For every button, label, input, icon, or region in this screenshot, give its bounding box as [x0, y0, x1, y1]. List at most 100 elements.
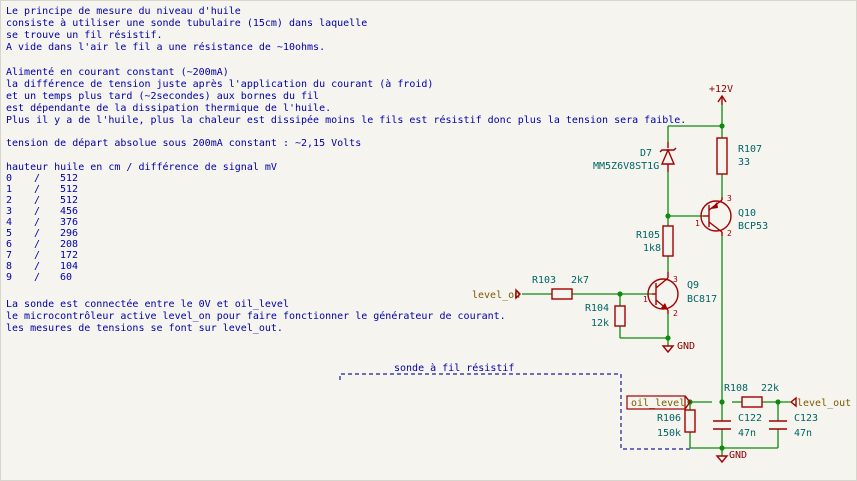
gnd-symbol-bottom: GND [715, 450, 747, 464]
table-cell: / [34, 250, 40, 261]
q10-pin-3: 3 [727, 194, 732, 203]
note-start-voltage: tension de départ absolue sous 200mA con… [6, 137, 361, 149]
zener-bar [659, 147, 677, 153]
transistor-collector [708, 221, 723, 233]
note-power-2: la différence de tension juste après l'a… [6, 78, 433, 90]
resistor-r106: R106 150k [657, 409, 696, 439]
table-cell: 8 [6, 261, 12, 272]
oil-table: 0 / 512 1 / 512 2 / 512 3 / 456 4 / 376 … [6, 173, 78, 283]
r103-value: 2k7 [571, 275, 589, 286]
resistor-icon [614, 305, 626, 327]
q10-ref: Q10 [738, 208, 756, 219]
note-power-4: est dépendante de la dissipation thermiq… [6, 102, 331, 114]
note-intro-1: Le principe de mesure du niveau d'huile [6, 6, 241, 17]
resistor-icon [662, 225, 674, 257]
npn-arrow-icon [661, 303, 668, 310]
pnp-arrow-icon [711, 202, 718, 209]
table-cell: 3 [6, 206, 12, 217]
vcc-label: +12V [709, 84, 733, 95]
q10-pin-1: 1 [695, 219, 700, 228]
gnd-label-bottom: GND [729, 450, 747, 461]
r105-ref: R105 [636, 230, 660, 241]
transistor-body-icon [700, 200, 732, 232]
resistor-r104: R104 12k [585, 303, 626, 329]
note-power-5: Plus il y a de l'huile, plus la chaleur … [6, 114, 686, 126]
gnd-label-top: GND [677, 341, 695, 352]
table-cell: 0 [6, 173, 12, 184]
r107-ref: R107 [738, 144, 762, 155]
d7-ref: D7 [640, 148, 652, 159]
transistor-q9: 3 1 2 Q9 BC817 [643, 272, 717, 318]
table-cell: 104 [60, 261, 78, 272]
r106-ref: R106 [657, 413, 681, 424]
table-cell: / [34, 206, 40, 217]
oil-level-text: oil_level [631, 398, 685, 409]
note-intro-2: consiste à utiliser une sonde tubulaire … [6, 17, 367, 29]
ground-icon [661, 345, 675, 354]
d7-value: MM5Z6V8ST1G [593, 161, 659, 172]
junction-dot [719, 123, 725, 129]
resistor-r105: R105 1k8 [636, 225, 674, 257]
q9-ref: Q9 [687, 280, 699, 291]
note-footer-2: le microcontrôleur active level_on pour … [6, 310, 506, 322]
resistor-r103: R103 2k7 [532, 275, 589, 300]
table-cell: / [34, 195, 40, 206]
junctions [617, 123, 781, 451]
q9-pin-3: 3 [673, 275, 678, 284]
table-cell: 5 [6, 228, 12, 239]
c123-value: 47n [794, 428, 812, 439]
q10-pin-2: 2 [727, 229, 732, 238]
bidir-flag-icon [684, 395, 691, 410]
junction-dot [665, 335, 671, 341]
table-cell: 376 [60, 217, 78, 228]
input-flag-icon [515, 288, 521, 300]
label-level-on[interactable]: level_on [472, 288, 521, 301]
table-cell: 2 [6, 195, 12, 206]
transistor-q10: 3 1 2 Q10 BCP53 [695, 194, 768, 238]
r103-ref: R103 [532, 275, 556, 286]
q9-pin-1: 1 [643, 295, 648, 304]
junction-dot [617, 291, 623, 297]
note-power-3: et un temps plus tard (~2secondes) aux b… [6, 91, 319, 102]
oil-level-box [626, 395, 686, 410]
capacitor-c122: C122 47n [713, 413, 762, 439]
table-cell: 456 [60, 206, 78, 217]
label-oil-level[interactable]: oil_level [626, 395, 691, 410]
gnd-symbol-top: GND [661, 341, 695, 354]
table-cell: / [34, 239, 40, 250]
table-cell: 208 [60, 239, 78, 250]
note-footer-3: les mesures de tensions se font sur leve… [6, 323, 283, 334]
transistor-body-icon [647, 278, 679, 310]
level-out-text: level_out [797, 398, 851, 409]
table-cell: 9 [6, 272, 12, 283]
table-cell: 512 [60, 173, 78, 184]
q10-value: BCP53 [738, 221, 768, 232]
table-header: hauteur huile en cm / différence de sign… [6, 161, 277, 173]
table-cell: 512 [60, 195, 78, 206]
table-cell: 172 [60, 250, 78, 261]
r104-ref: R104 [585, 303, 609, 314]
table-cell: 512 [60, 184, 78, 195]
r108-value: 22k [761, 383, 779, 394]
c122-value: 47n [738, 428, 756, 439]
note-power-1: Alimenté en courant constant (~200mA) [6, 66, 229, 78]
resistor-r107: R107 33 [716, 137, 762, 175]
r106-value: 150k [657, 428, 681, 439]
output-flag-icon [789, 396, 797, 408]
q9-pin-2: 2 [673, 309, 678, 318]
ground-icon [715, 455, 729, 464]
junction-dot [665, 213, 671, 219]
probe-dashed-line [339, 373, 690, 450]
resistor-icon [684, 409, 696, 433]
probe-label: sonde à fil résistif [394, 362, 514, 374]
junction-dot [775, 399, 781, 405]
label-level-out[interactable]: level_out [789, 396, 851, 409]
table-cell: / [34, 228, 40, 239]
c123-ref: C123 [794, 413, 818, 424]
junction-dot [719, 445, 725, 451]
table-cell: 296 [60, 228, 78, 239]
table-cell: / [34, 261, 40, 272]
capacitor-c123: C123 47n [769, 413, 818, 439]
probe-outline: sonde à fil résistif [339, 362, 690, 450]
